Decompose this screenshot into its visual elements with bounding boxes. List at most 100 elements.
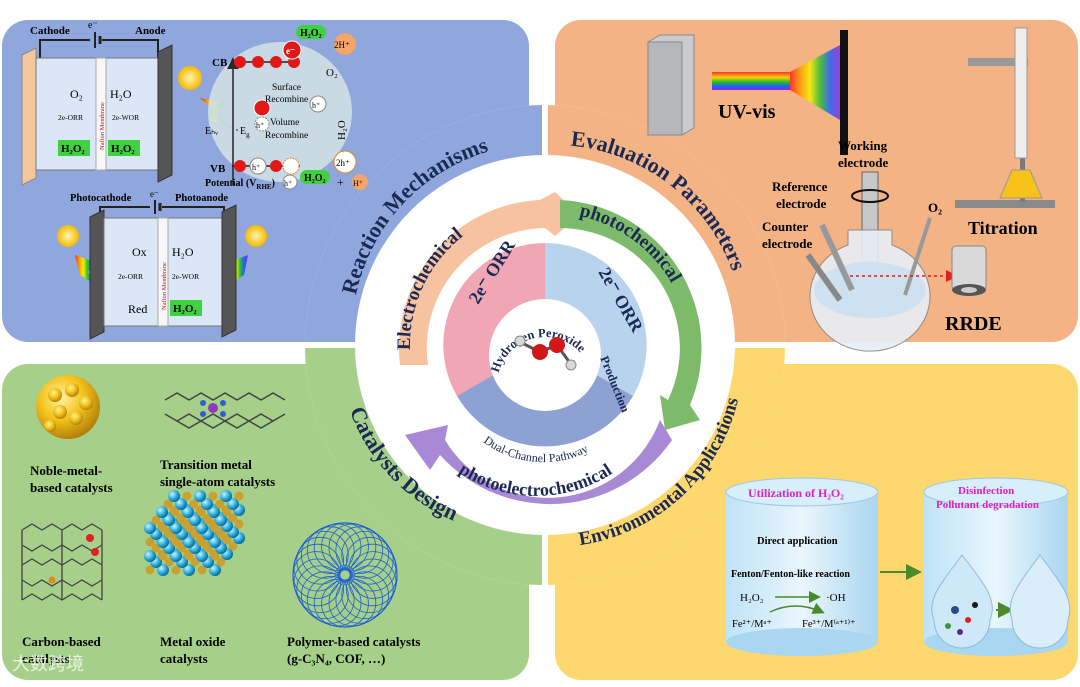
cell1-orr: 2e-ORR [58, 113, 83, 122]
oxide-atom [171, 537, 181, 547]
ring-orange-segment [545, 105, 785, 345]
oxide-atom [175, 498, 187, 510]
reference-electrode-label: electrode [776, 196, 827, 211]
oxide-atom [210, 523, 220, 533]
oxide-atom [196, 507, 206, 517]
oxide-atom [216, 529, 226, 539]
cell2-membrane: Nafion Membrane [161, 262, 168, 310]
oxide-atom [189, 514, 201, 526]
polymer-ring [345, 565, 394, 614]
oxide-atom [177, 515, 187, 525]
catalyst-sac-line2: single-atom catalysts [160, 474, 275, 489]
cell1-o2: O₂ [70, 87, 83, 101]
vb-hole: h⁺ [252, 163, 260, 172]
sun-icon [245, 225, 267, 247]
ring-green-segment [305, 345, 545, 585]
fenton-h2o2: H₂O₂ [740, 592, 764, 604]
single-atom-graphene-icon [164, 392, 286, 429]
oxide-atom [168, 490, 180, 502]
oxide-atom [215, 499, 225, 509]
oxide-atom [228, 513, 238, 523]
oxide-atom [222, 507, 232, 517]
oxide-atom [228, 541, 238, 551]
oxide-atom [145, 537, 155, 547]
catalyst-carbon-line1: Carbon-based [22, 634, 102, 649]
polymer-ring [300, 571, 349, 619]
eg-label: Eg [240, 126, 250, 139]
cell2-h2o2: H₂O₂ [173, 303, 197, 315]
catalyst-carbon-line2: catalysts [22, 651, 70, 666]
utilization-cylinder: Utilization of H₂O₂ Direct application F… [725, 477, 879, 656]
catalyst-oxide-line1: Metal oxide [160, 634, 226, 649]
oxide-atom [151, 543, 161, 553]
two-h-label: 2H⁺ [334, 40, 350, 50]
oxide-atom [201, 498, 213, 510]
disinfection-label: Disinfection [958, 485, 1014, 497]
direct-application-label: Direct application [757, 536, 838, 547]
oxide-atom [183, 564, 195, 576]
photoanode-label: Photoanode [175, 193, 228, 204]
photoelectrochemical-arrow [405, 420, 672, 505]
oxide-atom [227, 498, 239, 510]
electron-label: e⁻ [88, 20, 98, 31]
working-electrode-label: electrode [838, 155, 889, 170]
ring-blue-segment [305, 105, 545, 345]
oxide-atom [209, 536, 221, 548]
two-hplus-label: 2h⁺ [336, 158, 350, 168]
carbon-lattice-icon [21, 523, 103, 601]
pollutant-degradation-label: Pollutant degradation [936, 499, 1039, 511]
oxide-atom [182, 491, 192, 501]
oxide-atom [171, 565, 181, 575]
oxide-atom [170, 522, 182, 534]
counter-label: Counter [762, 219, 808, 234]
oxide-atom [156, 506, 168, 518]
catalyst-sac-line1: Transition metal [160, 457, 252, 472]
cell2-red: Red [128, 302, 147, 316]
uv-vis-setup: UV-vis [647, 30, 848, 155]
ring-yellow-segment [545, 345, 785, 585]
cell2-wor: 2e-WOR [172, 272, 199, 281]
photocathode-label: Photocathode [70, 193, 132, 204]
cell2-electron: e⁻ [150, 189, 159, 199]
surface-hole: h⁺ [312, 101, 320, 110]
titration-setup: Titration [955, 27, 1055, 238]
oxide-atom [234, 491, 244, 501]
oxide-atom [208, 506, 220, 518]
recombine2-label: Recombine [265, 131, 308, 141]
polymer-ring [341, 571, 390, 619]
cell2-h2o: H₂O [172, 245, 194, 259]
sun-icon [178, 66, 202, 90]
oxide-atom [158, 523, 168, 533]
oxide-atom [163, 499, 173, 509]
polymer-outline [292, 522, 398, 628]
metal-oxide-cube-icon [144, 490, 245, 576]
polymer-ring [335, 575, 384, 624]
cell2-orr: 2e-ORR [118, 272, 143, 281]
oxide-atom [170, 550, 182, 562]
treatment-cylinder: Disinfection Pollutant degradation [923, 477, 1071, 656]
cell1-membrane: Nafion Membrane [99, 102, 106, 150]
polymer-ring [306, 575, 355, 624]
oxide-atom [164, 529, 174, 539]
oxide-atom [183, 536, 195, 548]
oxide-atom [151, 515, 161, 525]
rrde-setup: Working electrode Reference electrode Co… [762, 138, 1002, 352]
oxide-atom [157, 564, 169, 576]
watermark-text: 大数跨境 [12, 654, 84, 674]
oxide-atom [164, 557, 174, 567]
reference-label: Reference [772, 179, 828, 194]
working-label: Working [838, 138, 888, 153]
catalyst-polymer-line2: (g-C₃N₄, COF, …) [287, 651, 385, 666]
ehv-label: Eₕᵥ [205, 126, 218, 137]
potential-label: Potential (VRHE) [205, 178, 275, 191]
oxide-atom [196, 550, 208, 562]
oxide-atom [234, 519, 244, 529]
band-h2o2-bottom: H₂O₂ [304, 173, 326, 184]
polymer-ring [345, 536, 394, 585]
fe2-label: Fe²⁺/Mᵃ⁺ [732, 619, 772, 630]
titration-label: Titration [968, 218, 1038, 238]
oxide-atom [210, 551, 220, 561]
oxide-atom [216, 557, 226, 567]
oxide-atom [144, 522, 156, 534]
oxide-atom [189, 499, 199, 509]
